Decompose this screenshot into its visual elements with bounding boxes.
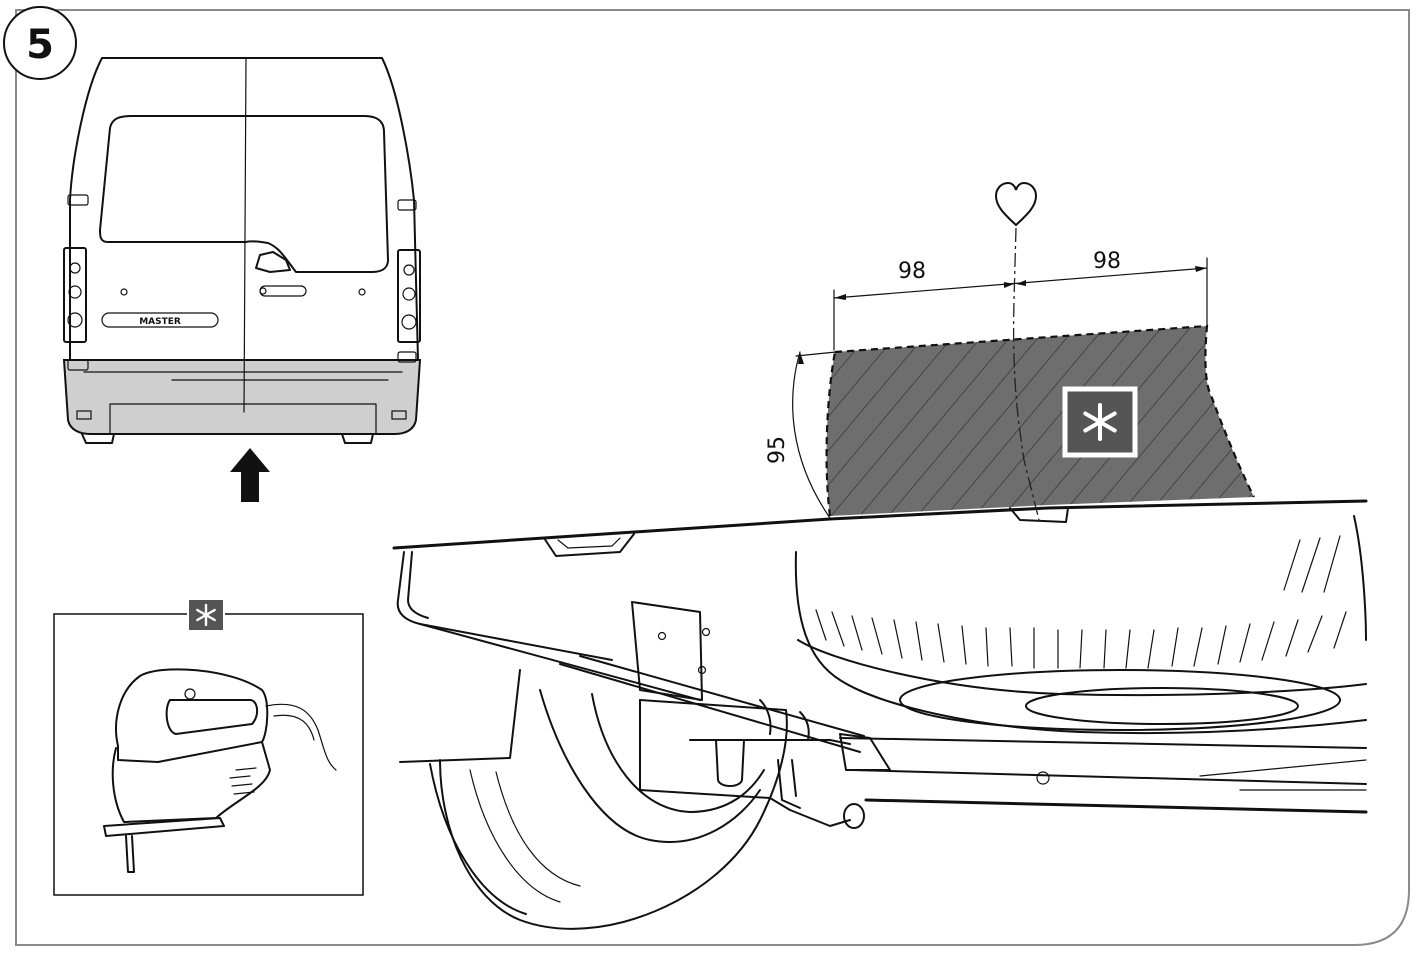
heart-outline-icon (994, 181, 1038, 227)
dimension-lines (792, 257, 1208, 519)
cut-area (825, 324, 1255, 523)
jigsaw-icon (103, 668, 337, 873)
dimension-right-width: 98 (1093, 249, 1121, 274)
jigsaw-inset (53, 598, 364, 896)
asterisk-icon (1062, 386, 1138, 458)
dimension-left-width: 98 (898, 259, 926, 284)
step-badge: 5 (3, 6, 77, 80)
arrow-up-icon (230, 448, 270, 502)
van-badge: MASTER (139, 317, 181, 327)
step-number: 5 (26, 22, 54, 68)
asterisk-icon (187, 598, 225, 632)
dimension-height: 95 (765, 436, 790, 464)
page-frame (15, 9, 1410, 946)
van-rear-view: MASTER (62, 57, 422, 444)
underbody-view: 98 98 95 (392, 181, 1368, 930)
